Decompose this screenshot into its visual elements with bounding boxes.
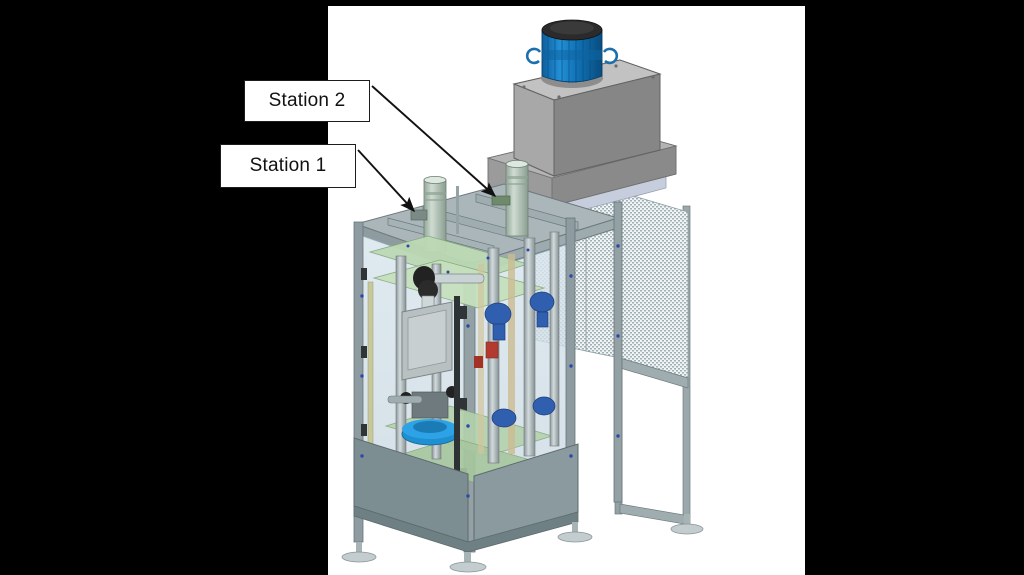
control-box [401,301,453,381]
drive-assembly [486,19,678,219]
cad-illustration [328,6,805,575]
callout-station-1-label: Station 1 [249,155,327,176]
callout-station-1: Station 1 [220,144,356,188]
blue-actuators [484,291,556,428]
station-tower-right [505,159,529,237]
slide-canvas [328,6,805,575]
callout-station-2-label: Station 2 [268,90,346,111]
leveling-feet [341,514,704,573]
rotary-table [387,386,459,446]
machine-frame [341,159,704,573]
callout-station-2: Station 2 [244,80,370,122]
